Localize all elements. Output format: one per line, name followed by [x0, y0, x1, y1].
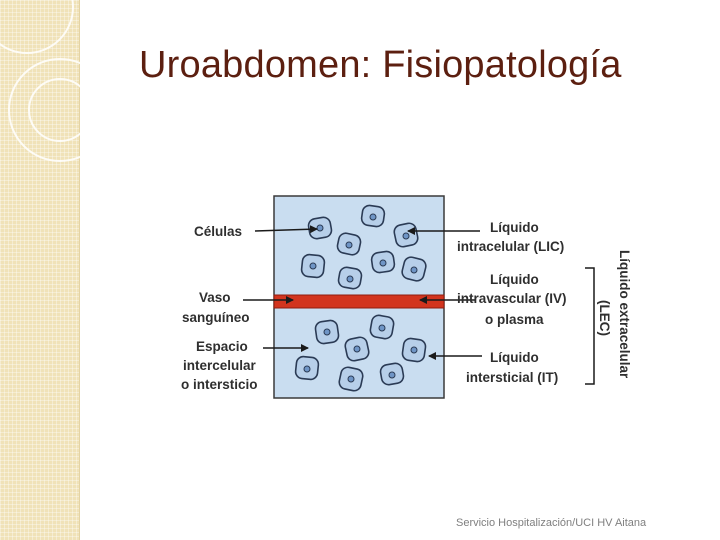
label-it-line1: Líquido	[490, 350, 539, 365]
label-lic-line2: intracelular (LIC)	[457, 239, 564, 254]
decorative-ring	[28, 78, 92, 142]
cell-nucleus	[369, 213, 377, 221]
cell-nucleus	[353, 345, 361, 353]
cell-nucleus	[379, 259, 387, 267]
blood-vessel	[273, 294, 445, 309]
cell-nucleus	[378, 324, 386, 332]
cell-nucleus	[410, 346, 418, 354]
cells-group	[294, 204, 427, 392]
label-lic-line1: Líquido	[490, 220, 539, 235]
cell-nucleus	[402, 232, 410, 240]
cell-nucleus	[410, 266, 418, 274]
label-vessel-line1: Vaso	[199, 290, 231, 305]
label-cells: Células	[194, 224, 242, 239]
label-space-line3: o intersticio	[181, 377, 258, 392]
lec-bracket	[585, 267, 595, 385]
cell-nucleus	[388, 371, 396, 379]
cell-nucleus	[346, 275, 354, 283]
label-iv-line3: o plasma	[485, 312, 544, 327]
label-lec-line2: (LEC)	[597, 300, 612, 336]
label-lec-line1: Líquido extracelular	[617, 250, 632, 379]
decorative-ring	[8, 58, 112, 162]
label-it-line2: intersticial (IT)	[466, 370, 558, 385]
slide-footer: Servicio Hospitalización/UCI HV Aitana	[456, 517, 647, 529]
slide-title: Uroabdomen: Fisiopatología	[139, 44, 622, 86]
arrow-cells	[254, 225, 318, 234]
cell-nucleus	[316, 224, 324, 232]
cell-nucleus	[309, 262, 317, 270]
cell-nucleus	[345, 241, 353, 249]
label-iv-line2: intravascular (IV)	[457, 291, 567, 306]
label-vessel-line2: sanguíneo	[182, 310, 250, 325]
decorative-sidebar	[0, 0, 112, 540]
label-space-line2: intercelular	[183, 358, 257, 373]
cell-nucleus	[303, 365, 311, 373]
cell-nucleus	[347, 375, 355, 383]
label-iv-line1: Líquido	[490, 272, 539, 287]
label-space-line1: Espacio	[196, 339, 248, 354]
cell-nucleus	[323, 328, 331, 336]
